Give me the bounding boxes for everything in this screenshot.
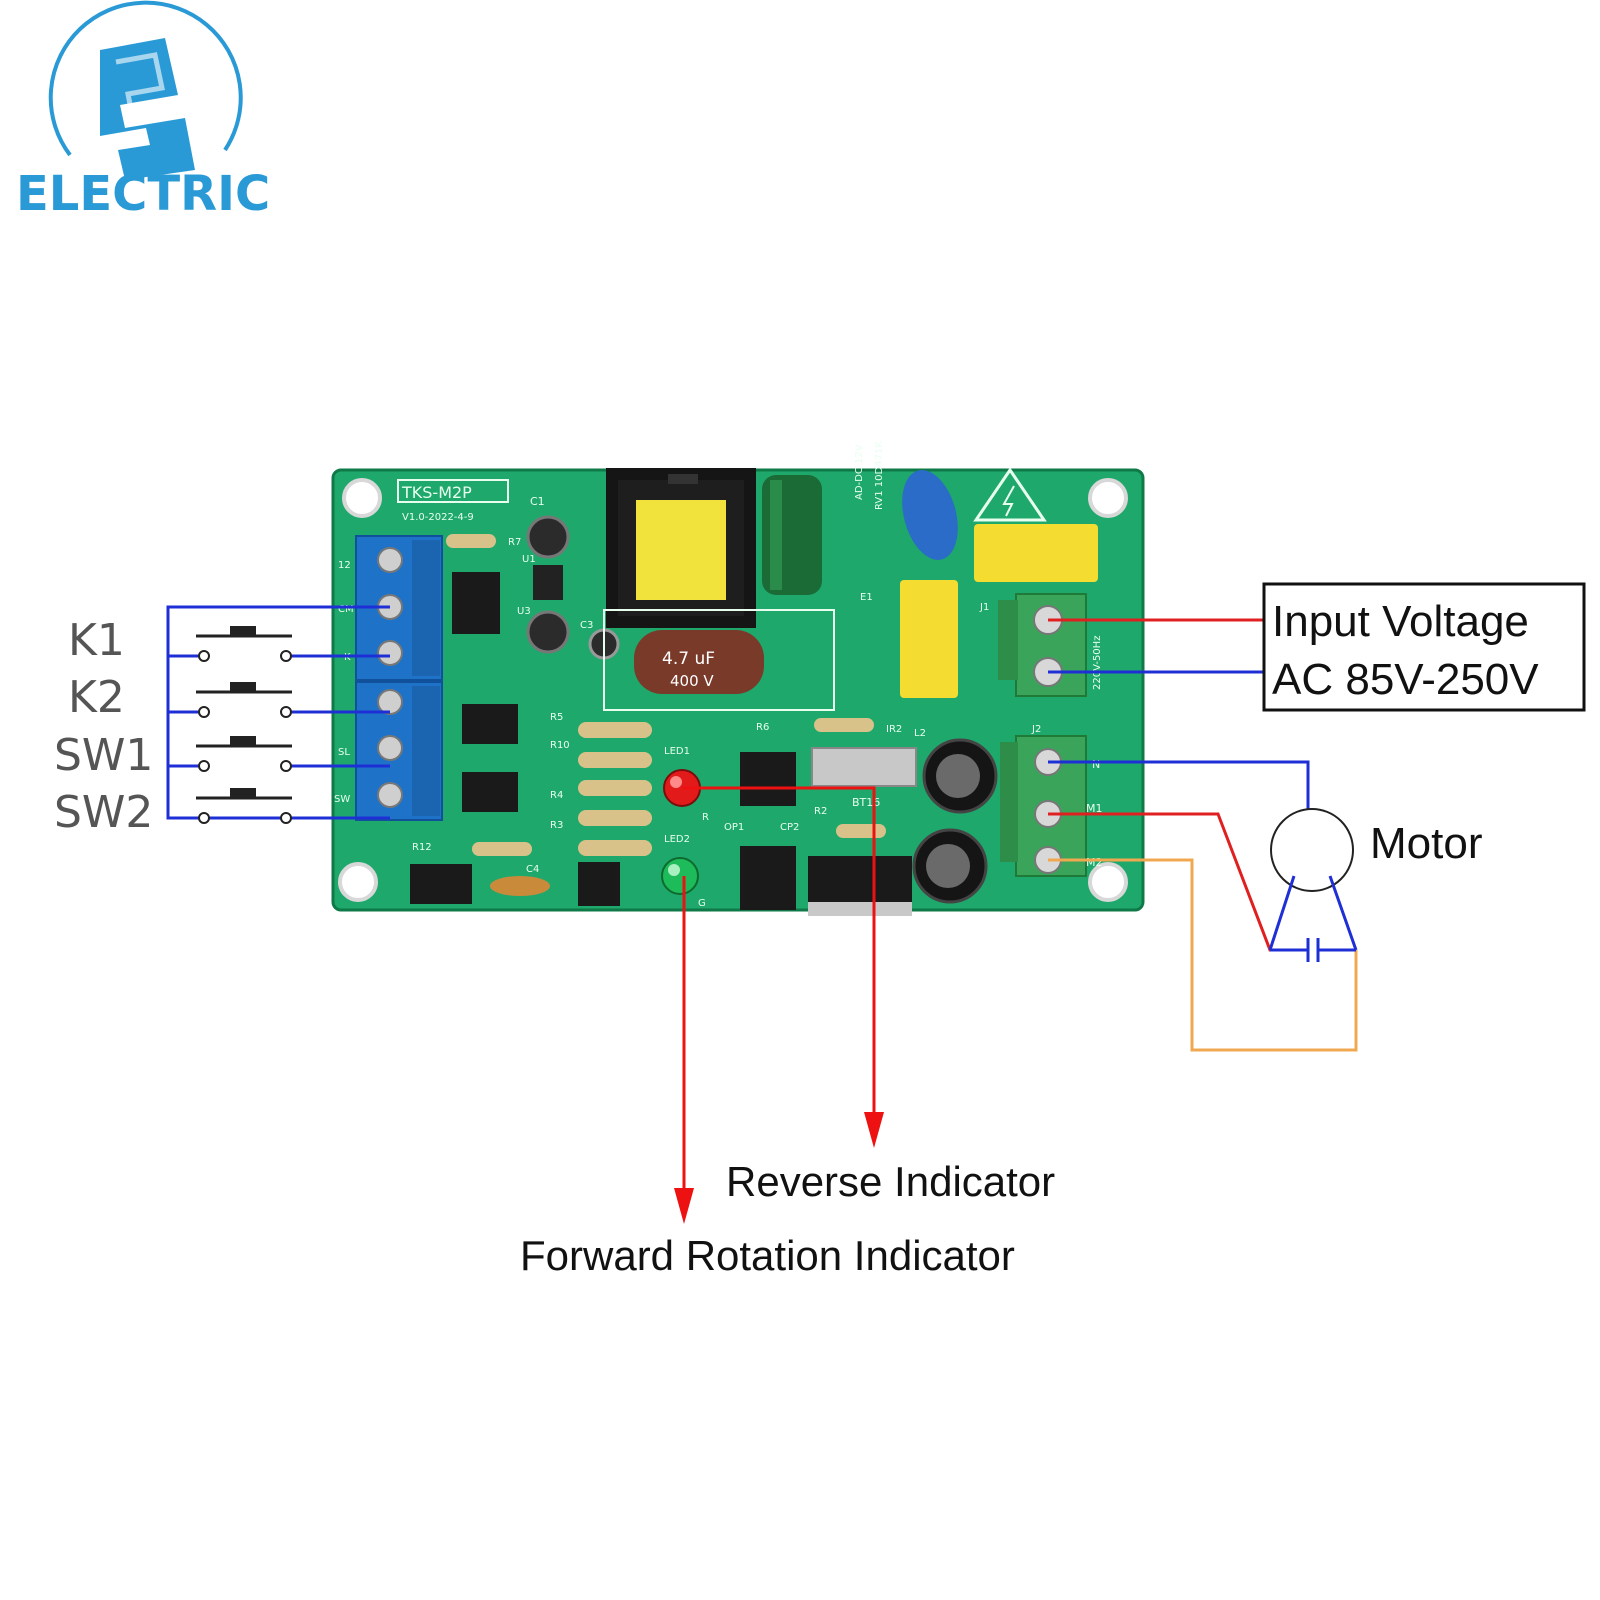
label-j2: J2	[1031, 724, 1041, 735]
green-capacitor	[762, 475, 822, 595]
label-n: N	[1092, 758, 1100, 771]
capacitor-value: 4.7 uF	[662, 649, 715, 669]
label-u1: U1	[522, 554, 536, 565]
label-r12: R12	[412, 842, 432, 853]
label-tsw: SW	[334, 794, 350, 805]
label-ad-dc: AD-DC 12V	[854, 444, 865, 500]
ic-cp2	[740, 846, 796, 910]
forward-indicator-label: Forward Rotation Indicator	[520, 1232, 1015, 1279]
label-r10: R10	[550, 740, 570, 751]
label-tsl: SL	[338, 747, 350, 758]
electric-logo: ELECTRIC	[16, 0, 270, 222]
input-voltage-range: AC 85V-250V	[1272, 655, 1539, 704]
warning-icon	[973, 467, 1047, 522]
logo-brand-text: ELECTRIC	[16, 166, 270, 222]
label-led2: LED2	[664, 834, 690, 845]
label-led1: LED1	[664, 746, 690, 757]
ic-u1	[452, 572, 500, 634]
input-voltage-wiring	[1048, 618, 1264, 674]
varistor	[902, 470, 958, 560]
input-voltage-box: Input Voltage AC 85V-250V	[1262, 582, 1586, 712]
mounting-hole	[338, 478, 1128, 902]
pcb-board: TKS-M2P V1.0-2022-4-9 C1 R7 U3 C3 U1 4.7…	[331, 441, 1145, 916]
capacitor-c1	[526, 515, 570, 559]
label-m2: M2	[1086, 856, 1103, 869]
input-voltage-title: Input Voltage	[1272, 597, 1529, 646]
capacitor-voltage: 400 V	[670, 672, 714, 690]
label-r4: R4	[550, 790, 563, 801]
label-ac-rating: 220V-50Hz	[1092, 636, 1103, 690]
board-version: V1.0-2022-4-9	[402, 512, 474, 523]
label-r-indicator: R	[702, 812, 709, 823]
label-r2: R2	[814, 806, 827, 817]
reverse-indicator-label: Reverse Indicator	[726, 1158, 1055, 1205]
label-c3: C3	[580, 620, 593, 631]
board-model: TKS-M2P	[401, 483, 472, 502]
reverse-indicator-arrow	[682, 786, 884, 1148]
switch-k2-symbol	[196, 682, 292, 718]
label-tcm: CM	[338, 604, 354, 615]
switch-sw1-symbol	[196, 736, 292, 772]
label-l2: L2	[914, 728, 926, 739]
led-forward-green	[661, 857, 699, 895]
triac-bt16	[811, 747, 917, 787]
label-bt16: BT16	[852, 796, 880, 809]
switch-wiring	[166, 605, 390, 820]
label-t12: 12	[338, 560, 351, 571]
regulator-u1	[533, 565, 563, 600]
label-c1: C1	[530, 495, 545, 508]
fuse-block	[974, 524, 1098, 582]
label-c4: C4	[526, 864, 539, 875]
label-cp2: CP2	[780, 822, 799, 833]
switch-label-k1: K1	[68, 615, 125, 666]
label-r3: R3	[550, 820, 563, 831]
label-m1: M1	[1086, 802, 1103, 815]
safety-capacitor	[900, 580, 958, 698]
label-u3: U3	[517, 606, 531, 617]
optocoupler-3	[410, 864, 472, 904]
switch-label-sw2: SW2	[54, 787, 153, 838]
label-g-indicator: G	[698, 898, 706, 909]
label-r5: R5	[550, 712, 563, 723]
label-e1: E1	[860, 592, 873, 603]
label-rv1: RV1 10D471K	[874, 441, 885, 510]
label-r7: R7	[508, 537, 521, 548]
switch-k1-symbol	[196, 626, 292, 662]
switch-label-sw1: SW1	[54, 730, 153, 781]
film-capacitor: 4.7 uF 400 V	[634, 630, 764, 694]
ic-op1	[740, 752, 796, 806]
motor-label: Motor	[1370, 819, 1482, 868]
forward-indicator-arrow	[674, 876, 694, 1224]
label-ir2: IR2	[886, 724, 902, 735]
label-j1: J1	[979, 602, 989, 613]
label-op1: OP1	[724, 822, 744, 833]
terminal-left-bottom: SL SW	[334, 681, 443, 821]
switch-sw2-symbol	[196, 788, 292, 824]
optocoupler-1	[462, 704, 518, 744]
capacitor-u3	[526, 610, 570, 654]
optocoupler-2	[462, 772, 518, 812]
switch-label-k2: K2	[68, 672, 125, 723]
ic-small	[578, 862, 620, 906]
label-r6: R6	[756, 722, 769, 733]
terminal-j2: J2 N M1 M2	[1000, 724, 1103, 877]
motor-symbol	[1268, 808, 1358, 962]
transformer	[606, 468, 756, 628]
capacitor-c4	[490, 876, 550, 896]
